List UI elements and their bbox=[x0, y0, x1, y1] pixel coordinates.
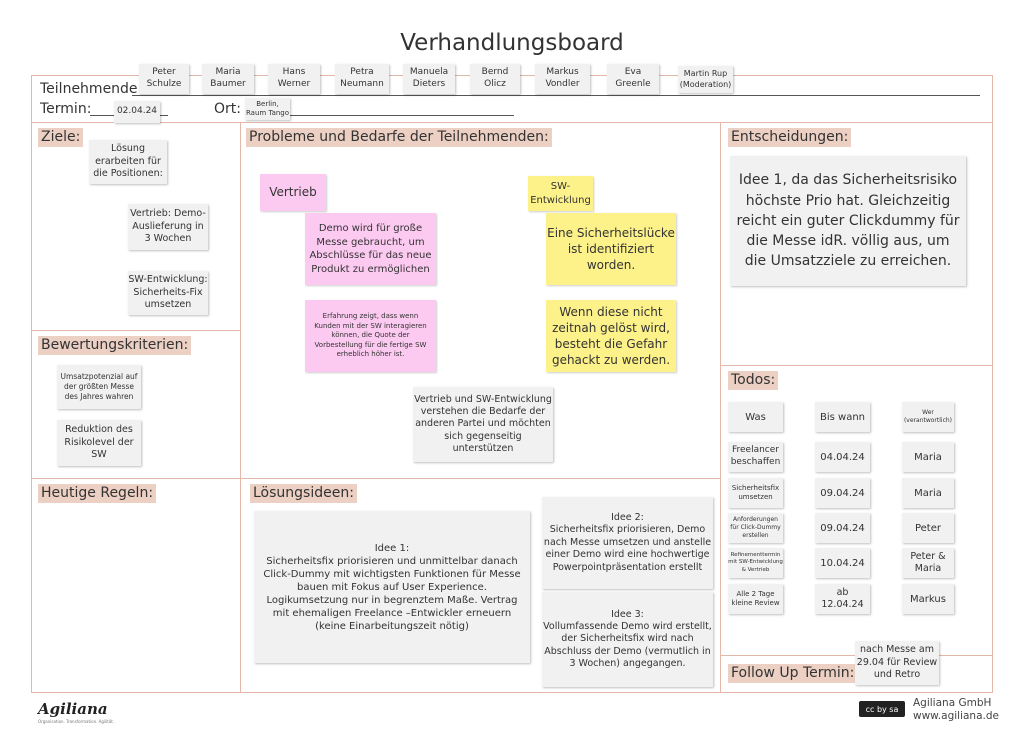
right-column-divider bbox=[720, 122, 721, 693]
todo-due[interactable]: 09.04.24 bbox=[815, 478, 870, 508]
agiliana-logo: Agiliana bbox=[38, 700, 108, 718]
location-card[interactable]: Berlin, Raum Tango bbox=[245, 98, 290, 120]
todo-owner[interactable]: Markus bbox=[902, 584, 954, 614]
goal-card[interactable]: Vertrieb: Demo- Auslieferung in 3 Wochen bbox=[128, 204, 208, 250]
participant-card[interactable]: Martin Rup (Moderation) bbox=[678, 66, 733, 93]
license-badge-icon: cc by sa bbox=[859, 701, 905, 717]
vertrieb-note[interactable]: Demo wird für große Messe gebraucht, um … bbox=[305, 213, 436, 285]
shared-understanding-card[interactable]: Vertrieb und SW-Entwicklung verstehen di… bbox=[413, 387, 553, 462]
participant-card[interactable]: Maria Baumer bbox=[202, 64, 254, 94]
participant-card[interactable]: Bernd Olicz bbox=[470, 64, 520, 94]
decisions-todos-divider bbox=[720, 365, 993, 366]
date-label: Termin: bbox=[40, 101, 92, 117]
location-line bbox=[248, 115, 514, 116]
followup-card[interactable]: nach Messe am 29.04 für Review und Retro bbox=[855, 641, 939, 685]
participant-card[interactable]: Petra Neumann bbox=[335, 64, 389, 94]
todo-owner[interactable]: Maria bbox=[902, 442, 954, 472]
todo-header-what: Was bbox=[728, 402, 783, 432]
sw-note[interactable]: Eine Sicherheitslücke ist identifiziert … bbox=[546, 213, 676, 285]
goal-card[interactable]: SW-Entwicklung: Sicherheits-Fix umsetzen bbox=[128, 271, 208, 315]
participant-card[interactable]: Peter Schulze bbox=[139, 64, 189, 94]
participant-card[interactable]: Markus Vondler bbox=[535, 64, 590, 94]
problems-solutions-divider bbox=[240, 478, 720, 479]
criteria-heading: Bewertungskriterien: bbox=[38, 336, 192, 355]
solution-card[interactable]: Idee 1: Sicherheitsfix priorisieren und … bbox=[254, 511, 530, 663]
todo-owner[interactable]: Peter bbox=[902, 513, 954, 543]
solutions-heading: Lösungsideen: bbox=[250, 484, 357, 503]
todo-task[interactable]: Anforderungen für Click-Dummy erstellen bbox=[728, 513, 783, 543]
criteria-card[interactable]: Reduktion des Risikolevel der SW bbox=[57, 420, 141, 466]
todo-task[interactable]: Refinementtermin mit SW-Entwicklung & Ve… bbox=[728, 548, 783, 578]
participant-card[interactable]: Eva Greenle bbox=[607, 64, 659, 94]
participants-line bbox=[132, 95, 980, 96]
todo-header-owner: Wer (verantwortlich) bbox=[902, 402, 954, 432]
todo-due[interactable]: ab 12.04.24 bbox=[815, 584, 870, 614]
participant-card[interactable]: Hans Werner bbox=[268, 64, 320, 94]
goals-heading: Ziele: bbox=[38, 128, 84, 147]
goal-card[interactable]: Lösung erarbeiten für die Positionen: bbox=[89, 140, 167, 184]
solution-card[interactable]: Idee 3: Vollumfassende Demo wird erstell… bbox=[542, 592, 713, 687]
followup-heading: Follow Up Termin: bbox=[728, 664, 858, 683]
criteria-card[interactable]: Umsatzpotenzial auf der größten Messe de… bbox=[57, 365, 141, 409]
rules-heading: Heutige Regeln: bbox=[38, 484, 157, 503]
criteria-rules-divider bbox=[31, 478, 240, 479]
left-column-divider bbox=[240, 122, 241, 693]
sw-label-note[interactable]: SW- Entwicklung bbox=[528, 176, 593, 211]
participants-label: Teilnehmende: bbox=[40, 81, 143, 97]
todo-due[interactable]: 04.04.24 bbox=[815, 442, 870, 472]
board-title: Verhandlungsboard bbox=[400, 30, 624, 56]
decisions-heading: Entscheidungen: bbox=[728, 128, 852, 147]
date-card[interactable]: 02.04.24 bbox=[114, 101, 160, 123]
location-label: Ort: bbox=[214, 101, 241, 117]
todo-header-due: Bis wann bbox=[815, 402, 870, 432]
logo-tagline: Organisation. Transformation. Agilität. bbox=[38, 719, 115, 724]
participant-card[interactable]: Manuela Dieters bbox=[403, 64, 455, 94]
todo-owner[interactable]: Peter & Maria bbox=[902, 548, 954, 578]
todo-owner[interactable]: Maria bbox=[902, 478, 954, 508]
todo-task[interactable]: Alle 2 Tage kleine Review bbox=[728, 584, 783, 614]
header-divider bbox=[31, 122, 993, 123]
vertrieb-label-note[interactable]: Vertrieb bbox=[260, 174, 326, 211]
company-name: Agiliana GmbH bbox=[913, 697, 992, 709]
todo-due[interactable]: 09.04.24 bbox=[815, 513, 870, 543]
todo-due[interactable]: 10.04.24 bbox=[815, 548, 870, 578]
problems-heading: Probleme und Bedarfe der Teilnehmenden: bbox=[246, 128, 552, 147]
vertrieb-note[interactable]: Erfahrung zeigt, dass wenn Kunden mit de… bbox=[305, 300, 436, 372]
goals-criteria-divider bbox=[31, 330, 240, 331]
company-url[interactable]: www.agiliana.de bbox=[913, 710, 999, 722]
decision-card[interactable]: Idee 1, da das Sicherheitsrisiko höchste… bbox=[730, 156, 966, 286]
todos-heading: Todos: bbox=[728, 371, 779, 390]
solution-card[interactable]: Idee 2: Sicherheitsfix priorisieren, Dem… bbox=[542, 497, 713, 589]
sw-note[interactable]: Wenn diese nicht zeitnah gelöst wird, be… bbox=[546, 300, 676, 372]
todo-task[interactable]: Sicherheitsfix umsetzen bbox=[728, 478, 783, 508]
todo-task[interactable]: Freelancer beschaffen bbox=[728, 442, 783, 472]
